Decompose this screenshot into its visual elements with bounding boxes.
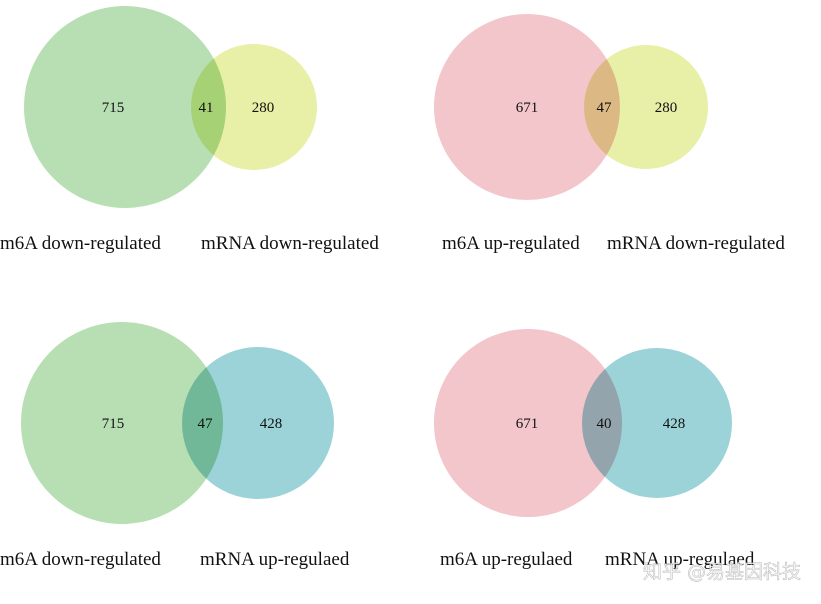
- set-circle-m6a-down: [24, 6, 226, 208]
- set-circle-m6a-down: [21, 322, 223, 524]
- set-label-left: m6A up-regulated: [442, 233, 580, 254]
- set-circle-mrna-up: [582, 348, 732, 498]
- venn-panel-1: 715 41 280 m6A down-regulated mRNA down-…: [0, 6, 379, 254]
- count-overlap: 47: [198, 416, 214, 432]
- count-left-only: 671: [516, 100, 539, 116]
- set-circle-mrna-down: [191, 44, 317, 170]
- set-label-left: m6A down-regulated: [0, 233, 161, 254]
- set-label-right: mRNA up-regulaed: [200, 549, 350, 570]
- set-circle-mrna-up: [182, 347, 334, 499]
- set-label-right: mRNA up-regulaed: [605, 549, 755, 570]
- count-left-only: 671: [516, 416, 539, 432]
- set-circle-mrna-down: [584, 45, 708, 169]
- count-left-only: 715: [102, 416, 125, 432]
- set-label-left: m6A up-regulaed: [440, 549, 573, 570]
- count-right-only: 280: [252, 100, 275, 116]
- count-overlap: 41: [199, 100, 214, 116]
- set-circle-m6a-up: [434, 14, 620, 200]
- count-right-only: 428: [663, 416, 686, 432]
- count-overlap: 40: [597, 416, 612, 432]
- count-right-only: 280: [655, 100, 678, 116]
- set-label-left: m6A down-regulated: [0, 549, 161, 570]
- watermark: 知乎 @易基因科技: [643, 561, 801, 583]
- count-left-only: 715: [102, 100, 125, 116]
- venn-panel-2: 671 47 280 m6A up-regulated mRNA down-re…: [434, 14, 785, 254]
- venn-panel-3: 715 47 428 m6A down-regulated mRNA up-re…: [0, 322, 350, 570]
- count-overlap: 47: [597, 100, 613, 116]
- set-label-right: mRNA down-regulated: [607, 233, 785, 254]
- count-right-only: 428: [260, 416, 283, 432]
- venn-panel-4: 671 40 428 m6A up-regulaed mRNA up-regul…: [434, 329, 755, 570]
- set-circle-m6a-up: [434, 329, 622, 517]
- set-label-right: mRNA down-regulated: [201, 233, 379, 254]
